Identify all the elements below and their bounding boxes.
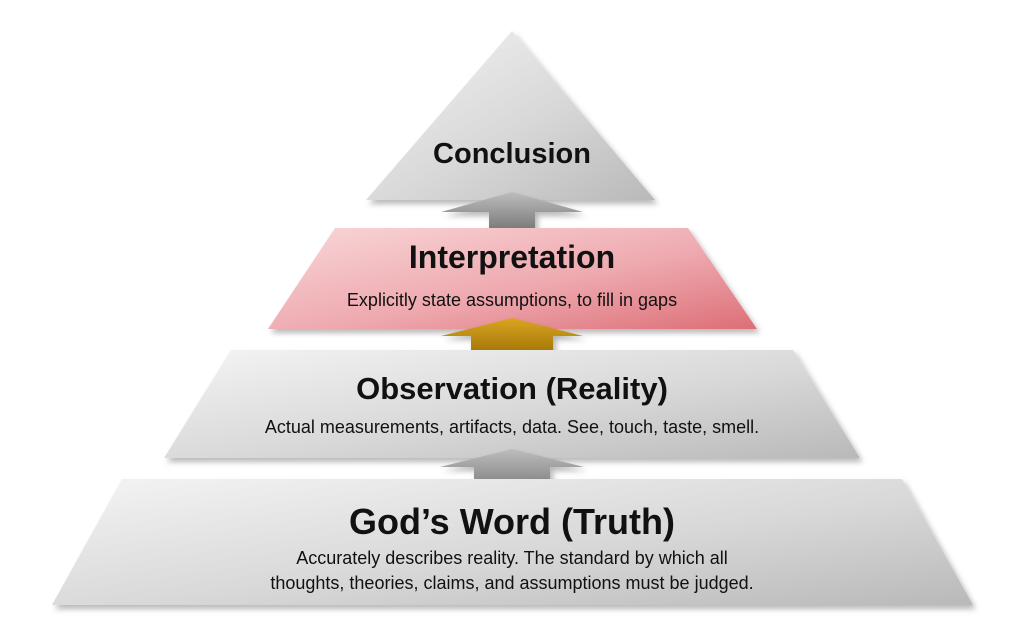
- tier-conclusion: Conclusion: [366, 31, 655, 200]
- observation-title: Observation (Reality): [356, 371, 668, 406]
- interpretation-subtitle: Explicitly state assumptions, to fill in…: [347, 290, 677, 310]
- tier-observation-shape: [164, 350, 860, 458]
- arrow-up-icon: [441, 318, 583, 359]
- gods-word-title: God’s Word (Truth): [349, 501, 675, 542]
- arrow-up-icon: [441, 192, 583, 228]
- tier-conclusion-shape: [366, 31, 655, 200]
- tier-interpretation-shape: [268, 228, 757, 329]
- tier-observation: Observation (Reality) Actual measurement…: [164, 350, 860, 458]
- gods-word-subtitle-line1: Accurately describes reality. The standa…: [296, 548, 728, 568]
- tier-gods-word: God’s Word (Truth) Accurately describes …: [52, 479, 973, 605]
- observation-subtitle: Actual measurements, artifacts, data. Se…: [265, 417, 759, 437]
- tier-interpretation: Interpretation Explicitly state assumpti…: [268, 228, 757, 329]
- tier-gods-word-shape: [52, 479, 973, 605]
- interpretation-title: Interpretation: [409, 239, 615, 275]
- gods-word-subtitle-line2: thoughts, theories, claims, and assumpti…: [270, 573, 753, 593]
- conclusion-title: Conclusion: [433, 138, 591, 170]
